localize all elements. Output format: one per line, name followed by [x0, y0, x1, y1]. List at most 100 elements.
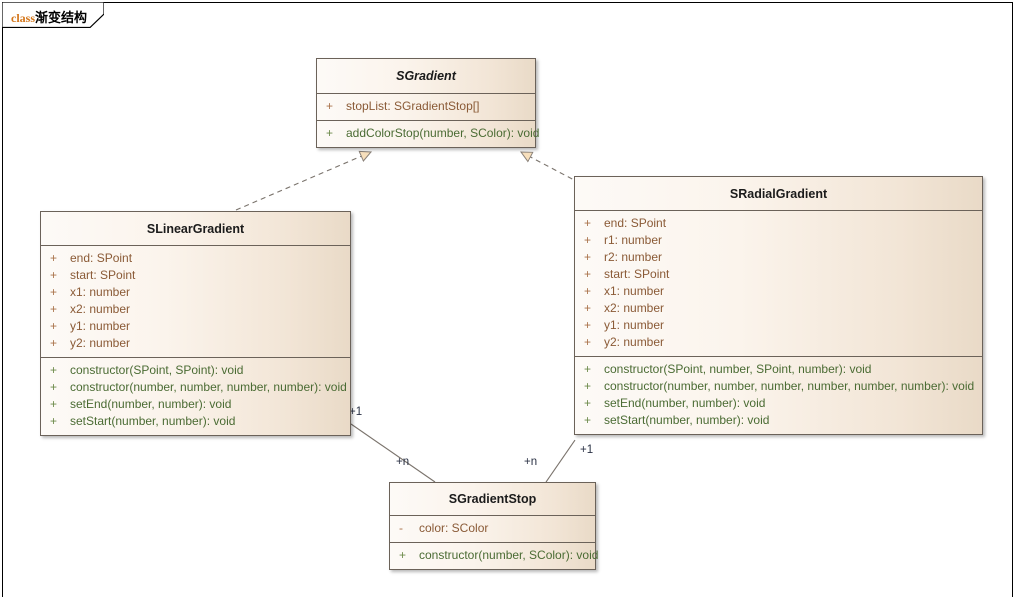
visibility-marker: + [584, 233, 592, 247]
method-row: + constructor(SPoint, SPoint): void [41, 362, 350, 379]
visibility-marker: + [50, 336, 58, 350]
visibility-marker: + [584, 267, 592, 281]
frame-tab-shape-icon [2, 2, 104, 28]
method-row: + constructor(SPoint, number, SPoint, num… [575, 361, 982, 378]
attribute-row: - color: SColor [390, 520, 595, 537]
method-label: constructor(SPoint, number, SPoint, numb… [604, 362, 872, 376]
attribute-row: + y2: number [41, 335, 350, 352]
visibility-marker: + [584, 318, 592, 332]
method-row: + constructor(number, SColor): void [390, 547, 599, 564]
attribute-row: + x1: number [41, 284, 350, 301]
visibility-marker: + [50, 319, 58, 333]
method-row: +addColorStop(number, SColor): void [317, 125, 539, 142]
visibility-marker: - [399, 521, 403, 535]
attribute-label: y2: number [70, 336, 131, 350]
attribute-row: +start: SPoint [41, 267, 350, 284]
methods-compartment-sradialgradient: + constructor(SPoint, number, SPoint, num… [575, 356, 982, 434]
attribute-row: + y1: number [41, 318, 350, 335]
visibility-marker: + [50, 285, 58, 299]
attribute-row: + start: SPoint [575, 266, 982, 283]
visibility-marker: + [584, 362, 592, 376]
visibility-marker: + [584, 284, 592, 298]
multiplicity-label-radial-target: +n [524, 456, 538, 468]
visibility-marker: + [50, 268, 58, 282]
visibility-marker: + [50, 251, 58, 265]
attribute-label: start: SPoint [604, 267, 670, 281]
visibility-marker: + [584, 379, 592, 393]
method-label: setEnd(number, number): void [70, 397, 232, 411]
visibility-marker: + [584, 301, 592, 315]
class-box-sgradient[interactable]: SGradient +stopList: SGradientStop[] +ad… [316, 58, 539, 148]
attribute-label: y1: number [70, 319, 131, 333]
attribute-row: + end: SPoint [41, 250, 350, 267]
class-title-slineargradient: SLinearGradient [41, 212, 350, 246]
visibility-marker: + [326, 99, 334, 113]
method-label: addColorStop(number, SColor): void [346, 126, 540, 140]
method-row: +setStart(number, number): void [575, 412, 982, 429]
diagram-frame-tab: class渐变结构 [2, 2, 104, 28]
methods-compartment-slineargradient: + constructor(SPoint, SPoint): void + cons… [41, 357, 350, 435]
class-box-sradialgradient[interactable]: SRadialGradient + end: SPoint + r1: number… [574, 176, 983, 435]
attribute-row: + r1: number [575, 232, 982, 249]
attribute-label: y2: number [604, 335, 665, 349]
class-title-sgradient: SGradient [317, 59, 535, 94]
visibility-marker: + [50, 414, 58, 428]
class-box-slineargradient[interactable]: SLinearGradient + end: SPoint +start: SPo… [40, 211, 351, 436]
attributes-compartment-slineargradient: +end: SPoint +start: SPoint +x1: number … [41, 246, 350, 357]
method-label: constructor(SPoint, SPoint): void [70, 363, 244, 377]
attributes-compartment-sgradientstop: - color: SColor [390, 516, 595, 542]
diagram-frame-title: class渐变结构 [11, 7, 87, 26]
attribute-label: color: SColor [419, 521, 489, 535]
visibility-marker: + [584, 216, 592, 230]
method-label: setStart(number, number): void [70, 414, 236, 428]
multiplicity-label-linear-source: +1 [349, 406, 363, 418]
class-box-sgradientstop[interactable]: SGradientStop - color: SColor + constructo… [389, 482, 599, 570]
visibility-marker: + [50, 302, 58, 316]
method-row: + constructor(number, number, number, num… [41, 379, 350, 396]
attributes-compartment-sgradient: +stopList: SGradientStop[] [317, 94, 535, 120]
method-label: constructor(number, number, number, numb… [604, 379, 975, 393]
visibility-marker: + [50, 397, 58, 411]
method-label: setStart(number, number): void [604, 413, 770, 427]
attribute-label: end: SPoint [604, 216, 667, 230]
frame-name-label: 渐变结构 [35, 10, 88, 25]
visibility-marker: + [584, 335, 592, 349]
attribute-label: x2: number [70, 302, 131, 316]
attribute-label: r2: number [604, 250, 663, 264]
method-label: constructor(number, number, number, numb… [70, 380, 347, 394]
attribute-label: y1: number [604, 318, 665, 332]
method-row: + setEnd(number, number): void [575, 395, 982, 412]
multiplicity-label-linear-target: +n [396, 456, 410, 468]
visibility-marker: + [584, 250, 592, 264]
attribute-label: end: SPoint [70, 251, 133, 265]
attribute-label: x1: number [70, 285, 131, 299]
diagram-frame-top-edge [104, 2, 1013, 3]
methods-compartment-sgradient: +addColorStop(number, SColor): void [317, 120, 539, 147]
visibility-marker: + [50, 363, 58, 377]
multiplicity-label-radial-source: +1 [580, 444, 594, 456]
attribute-row: +stopList: SGradientStop[] [317, 98, 535, 115]
class-title-sgradientstop: SGradientStop [390, 483, 595, 516]
attribute-row: + y1: number [575, 317, 982, 334]
attribute-row: + end: SPoint [575, 215, 982, 232]
method-row: + constructor(number, number, number, num… [575, 378, 982, 395]
attribute-row: + x1: number [575, 283, 982, 300]
attribute-row: + x2: number [575, 300, 982, 317]
visibility-marker: + [50, 380, 58, 394]
class-title-sradialgradient: SRadialGradient [575, 177, 982, 211]
method-label: setEnd(number, number): void [604, 396, 766, 410]
attribute-row: + x2: number [41, 301, 350, 318]
attribute-label: r1: number [604, 233, 663, 247]
visibility-marker: + [399, 548, 407, 562]
attribute-label: x2: number [604, 301, 665, 315]
attribute-label: x1: number [604, 284, 665, 298]
visibility-marker: + [584, 396, 592, 410]
frame-stereotype-label: class [11, 11, 35, 25]
attribute-row: + r2: number [575, 249, 982, 266]
method-label: constructor(number, SColor): void [419, 548, 599, 562]
method-row: + setStart(number, number): void [41, 413, 350, 430]
attribute-row: + y2: number [575, 334, 982, 351]
attributes-compartment-sradialgradient: + end: SPoint + r1: number + r2: number + st… [575, 211, 982, 356]
